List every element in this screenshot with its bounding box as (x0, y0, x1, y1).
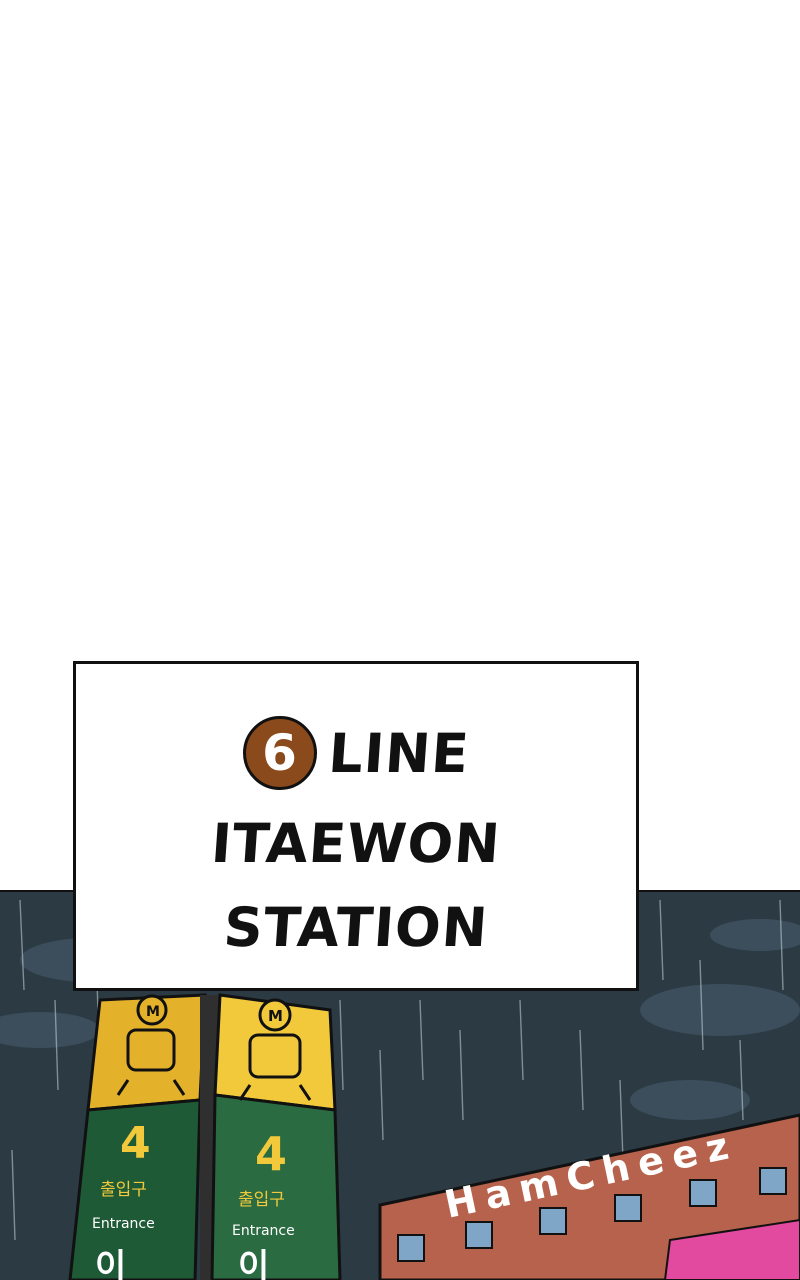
line-label: LINE (326, 721, 472, 785)
sign-english-right: Entrance (232, 1223, 295, 1239)
caption-line-1: 6 LINE (73, 716, 638, 790)
metro-train-icon (238, 998, 312, 1101)
sign-english-left: Entrance (92, 1216, 155, 1232)
sign-bottom-left: 이 (95, 1247, 126, 1280)
metro-train-icon (116, 994, 186, 1096)
store-building (378, 1113, 800, 1280)
sign-korean-right: 출입구 (238, 1190, 285, 1210)
line-number-badge: 6 (242, 716, 317, 790)
metro-mark-left: M (146, 1004, 160, 1020)
sign-korean-left: 출입구 (100, 1180, 147, 1200)
sign-number-left: 4 (120, 1118, 151, 1169)
station-name-line-1: ITAEWON (209, 812, 503, 875)
station-name-line-2: STATION (221, 896, 491, 959)
sign-number-right: 4 (255, 1127, 287, 1181)
metro-mark-right: M (268, 1007, 283, 1025)
caption-box: 6 LINE ITAEWON STATION (73, 661, 639, 991)
subway-sign-pillar-right (210, 993, 342, 1280)
sign-bottom-right: 이 (238, 1247, 269, 1280)
